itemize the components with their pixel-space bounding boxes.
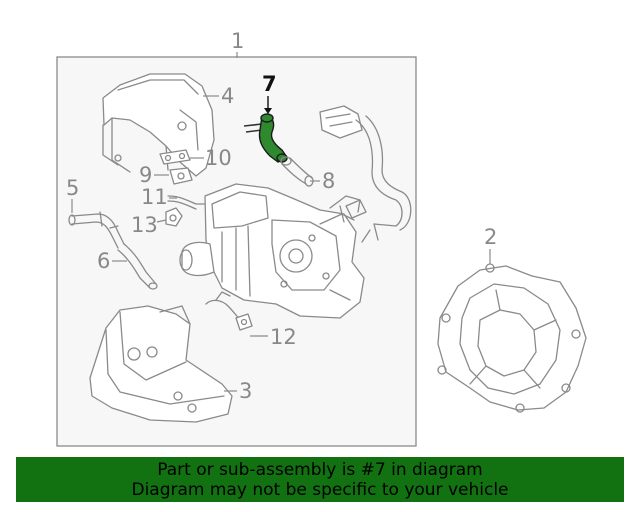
part-11-hose[interactable] — [167, 195, 205, 210]
callout-4[interactable]: 4 — [221, 84, 234, 108]
callout-6[interactable]: 6 — [97, 249, 110, 273]
callout-5[interactable]: 5 — [66, 176, 79, 200]
part-6-hose[interactable] — [117, 243, 158, 290]
callout-13[interactable]: 13 — [131, 213, 158, 237]
part-5-pipe[interactable] — [68, 211, 125, 249]
part-10-bracket[interactable] — [159, 149, 191, 165]
transaxle-assembly[interactable] — [179, 183, 365, 319]
part-7-hose-highlighted[interactable] — [243, 113, 288, 163]
sensor-hose-assembly[interactable] — [319, 105, 412, 243]
part-2-housing[interactable] — [437, 263, 587, 413]
banner-line-2: Diagram may not be specific to your vehi… — [131, 479, 509, 500]
banner-line-1: Part or sub-assembly is #7 in diagram — [157, 459, 483, 480]
part-13-grommet[interactable] — [165, 207, 183, 227]
callout-3[interactable]: 3 — [239, 379, 252, 403]
info-banner: Part or sub-assembly is #7 in diagram Di… — [16, 457, 624, 502]
callout-8[interactable]: 8 — [322, 169, 335, 193]
callout-11[interactable]: 11 — [141, 185, 168, 209]
callout-9[interactable]: 9 — [139, 163, 152, 187]
part-8-hose[interactable] — [280, 156, 314, 187]
callout-7[interactable]: 7 — [262, 72, 277, 96]
callout-12[interactable]: 12 — [270, 325, 297, 349]
part-9-clip[interactable] — [169, 167, 193, 185]
callout-1[interactable]: 1 — [231, 29, 244, 53]
callout-10[interactable]: 10 — [205, 146, 232, 170]
callout-2[interactable]: 2 — [484, 225, 497, 249]
part-3-bracket[interactable] — [89, 305, 233, 423]
part-12-harness[interactable] — [205, 291, 253, 331]
